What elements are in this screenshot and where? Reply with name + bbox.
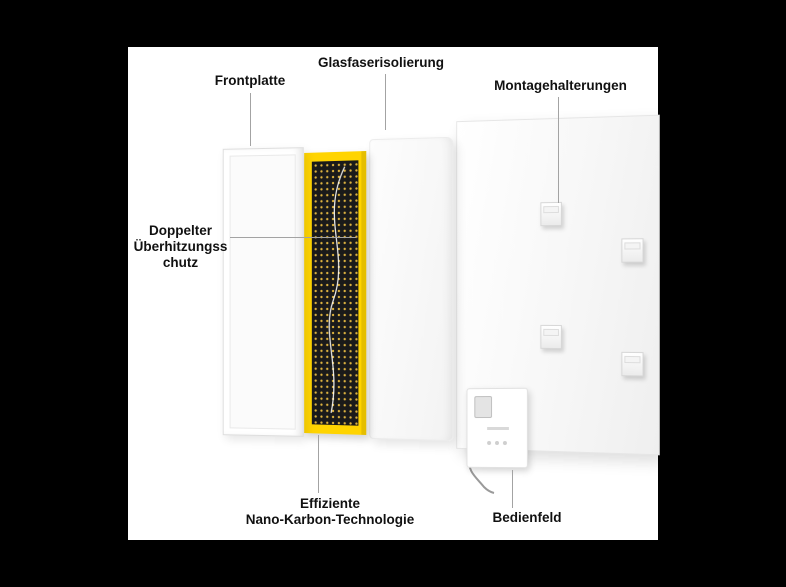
power-cable [468,458,495,494]
label-ueberhitzungsschutz: Doppelter Überhitzungss chutz [128,223,233,271]
control-panel-brand-mark [487,426,509,431]
mounting-bracket [621,352,644,377]
front-plate-panel [222,147,304,437]
connector-line-ueberhitzungsschutz [230,237,356,238]
label-frontplatte: Frontplatte [214,73,286,88]
label-montagehalterungen: Montagehalterungen [494,78,627,93]
control-panel-box [466,387,528,469]
connector-line-glasfaserisolierung [385,74,386,130]
connector-line-nano-karbon [318,435,319,493]
label-glasfaserisolierung: Glasfaserisolierung [317,55,445,70]
insulation-panel [369,136,454,442]
heating-element-core [311,160,359,426]
label-ueberhitzungsschutz-line2: Überhitzungss [133,239,228,254]
overheat-sensor-wire [329,166,345,414]
label-ueberhitzungsschutz-line1: Doppelter [148,223,212,238]
heating-element-panel [304,151,367,435]
connector-line-bedienfeld [512,470,513,508]
control-button [487,440,492,445]
control-panel-buttons [467,440,526,446]
label-nano-karbon-line1: Effiziente [299,496,360,511]
connector-line-montagehalterungen [558,97,559,203]
control-panel-display [474,396,493,419]
front-plate-inner-frame [229,154,296,430]
control-button [502,441,507,446]
mounting-bracket [539,324,562,349]
label-nano-karbon-line2: Nano-Karbon-Technologie [245,512,415,527]
label-bedienfeld: Bedienfeld [492,510,562,525]
mounting-bracket [621,237,644,263]
label-ueberhitzungsschutz-line3: chutz [162,255,199,270]
connector-line-frontplatte [250,93,251,146]
label-nano-karbon: Effiziente Nano-Karbon-Technologie [230,496,430,528]
mounting-bracket [539,201,562,227]
control-button [495,440,499,446]
image-canvas: Frontplatte Glasfaserisolierung Montageh… [128,47,660,540]
